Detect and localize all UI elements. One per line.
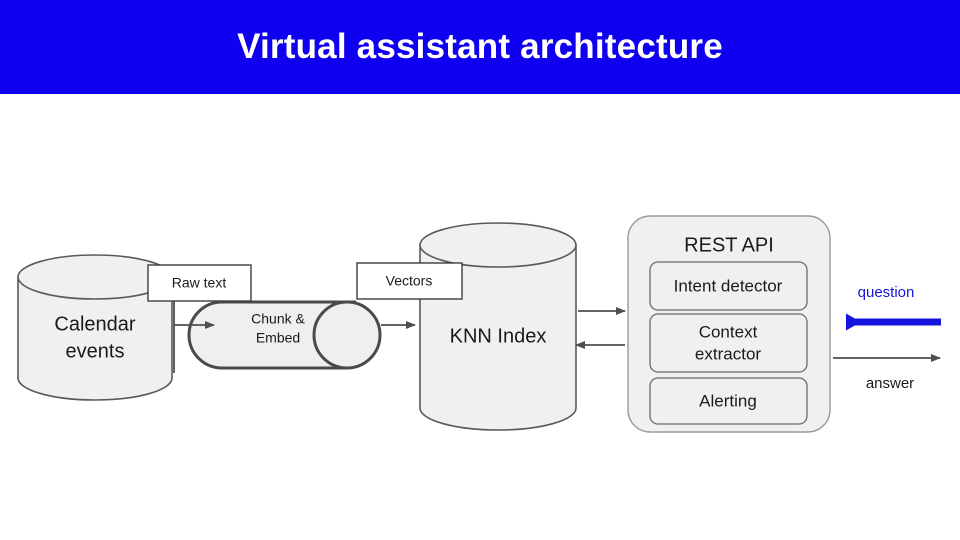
calendar-events-label-line1: Calendar — [54, 313, 136, 335]
answer-label: answer — [866, 375, 914, 392]
intent-detector-box — [649, 261, 808, 311]
knn-index-label: KNN Index — [450, 325, 547, 347]
page-title: Virtual assistant architecture — [237, 27, 723, 66]
calendar-events-cylinder-body — [17, 276, 173, 401]
api-service-alerting[interactable]: Alerting — [649, 377, 808, 425]
context-extractor-label-line1: Context — [699, 322, 758, 341]
context-extractor-label-line2: extractor — [695, 344, 761, 363]
chunk-embed-cylinder-cap — [312, 300, 348, 370]
api-service-intent-detector[interactable]: Intent detector — [649, 261, 808, 311]
alerting-box — [649, 377, 808, 425]
io-question: question — [846, 284, 941, 331]
node-chunk-embed[interactable]: Chunk & Embed — [187, 300, 382, 370]
calendar-events-label-line2: events — [66, 340, 125, 362]
context-extractor-box — [649, 313, 808, 373]
node-rest-api[interactable]: REST API Intent detector Context extract… — [627, 215, 831, 433]
chunk-embed-label-line2: Embed — [256, 330, 300, 346]
edge-label-raw-text: Raw text — [147, 264, 252, 302]
io-answer: answer — [833, 354, 941, 392]
alerting-label: Alerting — [699, 391, 757, 410]
intent-detector-label: Intent detector — [674, 276, 783, 295]
vectors-tag-box — [356, 262, 463, 300]
node-knn-index[interactable]: KNN Index — [419, 222, 577, 431]
rest-api-label: REST API — [684, 234, 774, 256]
question-label: question — [858, 284, 915, 301]
chunk-embed-label-line1: Chunk & — [251, 311, 305, 327]
title-banner: Virtual assistant architecture — [0, 0, 960, 94]
knn-index-cylinder-top — [419, 222, 577, 268]
vectors-tag-label: Vectors — [386, 273, 433, 289]
raw-text-tag-label: Raw text — [172, 275, 227, 291]
edge-label-vectors: Vectors — [356, 262, 463, 300]
api-service-context-extractor[interactable]: Context extractor — [649, 313, 808, 373]
node-calendar-events[interactable]: Calendar events — [17, 254, 173, 401]
raw-text-tag-box — [147, 264, 252, 302]
